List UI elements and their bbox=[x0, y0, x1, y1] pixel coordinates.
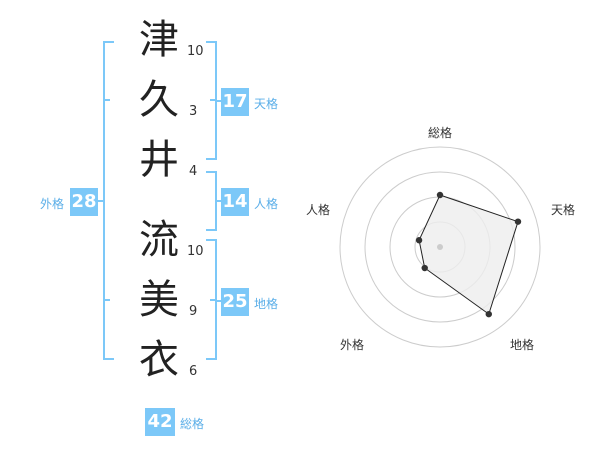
stroke-count-3: 4 bbox=[189, 164, 198, 179]
tenkaku-value-badge: 17 bbox=[221, 88, 249, 116]
radar-point-1 bbox=[436, 191, 444, 199]
name-char-2: 久 bbox=[139, 77, 179, 123]
radar-point-3 bbox=[485, 310, 492, 318]
radar-center-dot bbox=[437, 244, 443, 250]
stroke-count-5: 9 bbox=[189, 304, 198, 319]
chikaku-value-badge: 25 bbox=[221, 288, 249, 316]
chikaku-label: 地格 bbox=[254, 297, 279, 311]
radar-axis-label-gaikaku: 外格 bbox=[340, 338, 365, 352]
stroke-count-1: 10 bbox=[187, 44, 204, 59]
stroke-count-2: 3 bbox=[189, 104, 198, 119]
radar-axis-label-jinkaku: 人格 bbox=[306, 203, 331, 217]
radar-point-4 bbox=[421, 264, 428, 272]
radar-point-5 bbox=[415, 237, 423, 244]
soukaku-label: 総格 bbox=[180, 417, 205, 431]
radar-area bbox=[418, 194, 519, 315]
name-char-4: 流 bbox=[139, 217, 179, 263]
radar-point-2 bbox=[514, 218, 522, 225]
radar-axis-label-chikaku: 地格 bbox=[510, 338, 535, 352]
name-char-6: 衣 bbox=[139, 337, 179, 383]
stroke-count-6: 6 bbox=[189, 364, 198, 379]
soukaku-value-badge: 42 bbox=[145, 408, 175, 436]
jinkaku-value-badge: 14 bbox=[221, 188, 249, 216]
jinkaku-label: 人格 bbox=[254, 197, 279, 211]
radar-axis-label-soukaku: 総格 bbox=[428, 126, 453, 140]
gaikaku-label: 外格 bbox=[40, 197, 65, 211]
tenkaku-label: 天格 bbox=[254, 97, 279, 111]
radar-ring bbox=[364, 171, 516, 323]
radar-ring bbox=[339, 146, 541, 348]
stroke-count-4: 10 bbox=[187, 244, 204, 259]
gaikaku-value-badge: 28 bbox=[70, 188, 98, 216]
name-char-1: 津 bbox=[139, 17, 179, 63]
name-char-3: 井 bbox=[139, 137, 179, 183]
radar-axis-label-tenkaku: 天格 bbox=[551, 203, 576, 217]
name-char-5: 美 bbox=[139, 277, 179, 323]
